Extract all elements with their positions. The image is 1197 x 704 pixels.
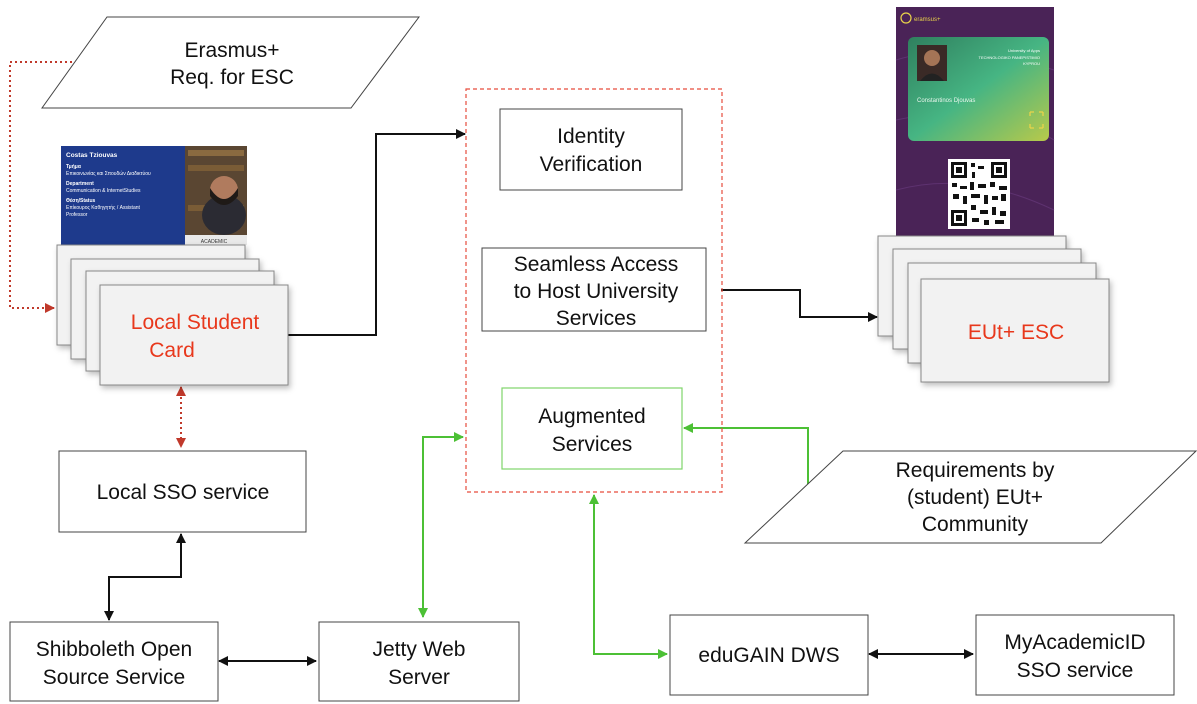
services-edugain-connector	[589, 494, 668, 659]
esc-university-line-1: University of Apps	[1008, 48, 1040, 53]
local-card-label-2: Card	[149, 339, 195, 362]
jetty-box: Jetty Web Server	[318, 621, 520, 702]
myacademicid-line-2: SSO service	[1017, 659, 1134, 682]
services-to-esc-connector	[721, 289, 878, 322]
card-to-services-connector	[288, 129, 466, 336]
requirements-line-2: (student) EUt+	[907, 486, 1043, 509]
photo-card-school-value: Επικοινωνίας και Σπουδών Διαδικτύου	[66, 170, 151, 177]
esc-phone-screenshot: eramsus+ University of Apps TECHNOLOGIKO…	[895, 7, 1055, 239]
shibboleth-line-2: Source Service	[43, 666, 185, 689]
erasmus-to-card-connector	[9, 61, 92, 313]
services-container	[465, 88, 723, 493]
seamless-line-3: Services	[556, 307, 637, 330]
identity-line-2: Verification	[540, 153, 643, 176]
local-sso-box: Local SSO service	[58, 450, 307, 533]
local-card-label-1: Local Student	[131, 311, 260, 334]
sso-shibboleth-connector	[104, 533, 186, 621]
shibboleth-box: Shibboleth Open Source Service	[9, 621, 219, 702]
jetty-line-2: Server	[388, 666, 450, 689]
photo-card-badge: ACADEMIC	[201, 239, 228, 245]
esc-brand: eramsus+	[914, 17, 941, 23]
photo-card-department-label: Department	[66, 181, 94, 187]
erasmus-request-input: Erasmus+ Req. for ESC	[41, 16, 420, 109]
brand-logo-icon	[900, 12, 912, 24]
jetty-line-1: Jetty Web	[373, 638, 466, 661]
esc-label: EUt+ ESC	[968, 321, 1064, 344]
esc-university-line-3: KYPROU	[1023, 61, 1040, 66]
photo-card-status-value-1: Επίκουρος Καθηγητής / Assistant	[66, 204, 141, 211]
photo-card-school-label: Τμήμα	[66, 164, 82, 170]
edugain-box: eduGAIN DWS	[669, 614, 869, 696]
augmented-line-1: Augmented	[538, 405, 645, 428]
seamless-line-2: to Host University	[514, 280, 679, 303]
photo-card-name: Costas Tziouvas	[66, 152, 118, 159]
local-card-photo: ACADEMIC Costas Tziouvas Τμήμα Επικοινων…	[61, 146, 247, 245]
photo-card-department-value: Communication & InternetStudies	[66, 188, 141, 194]
seamless-access-box: Seamless Access to Host University Servi…	[481, 247, 707, 332]
myacademicid-box: MyAcademicID SSO service	[975, 614, 1175, 696]
requirements-to-augmented-connector	[683, 423, 809, 495]
augmented-line-2: Services	[552, 433, 633, 456]
identity-verification-box: Identity Verification	[499, 108, 683, 191]
myacademicid-line-1: MyAcademicID	[1004, 631, 1145, 654]
local-sso-label: Local SSO service	[97, 481, 270, 504]
erasmus-line-1: Erasmus+	[184, 39, 279, 62]
erasmus-line-2: Req. for ESC	[170, 66, 294, 89]
edugain-label: eduGAIN DWS	[698, 644, 839, 667]
avatar	[202, 195, 246, 235]
requirements-line-1: Requirements by	[896, 459, 1055, 482]
shibboleth-line-1: Shibboleth Open	[36, 638, 192, 661]
identity-line-1: Identity	[557, 125, 625, 148]
esc-university-line-2: TECHNOLOGIKO PANEPISTIMIO	[979, 55, 1041, 60]
requirements-input: Requirements by (student) EUt+ Community	[743, 450, 1197, 544]
esc-card-stack: EUt+ ESC	[877, 235, 1110, 383]
augmented-services-box: Augmented Services	[501, 387, 683, 470]
photo-card-status-label: Θέση/Status	[66, 198, 96, 204]
jetty-services-connector	[418, 432, 464, 618]
qr-code-icon	[948, 159, 1010, 229]
photo-card-status-value-2: Professor	[66, 212, 88, 218]
scan-icon	[1029, 111, 1044, 129]
requirements-line-3: Community	[922, 513, 1029, 536]
local-student-card-stack: Local Student Card	[56, 244, 289, 386]
esc-holder-name: Constantinos Djouvas	[917, 98, 975, 104]
seamless-line-1: Seamless Access	[514, 253, 679, 276]
